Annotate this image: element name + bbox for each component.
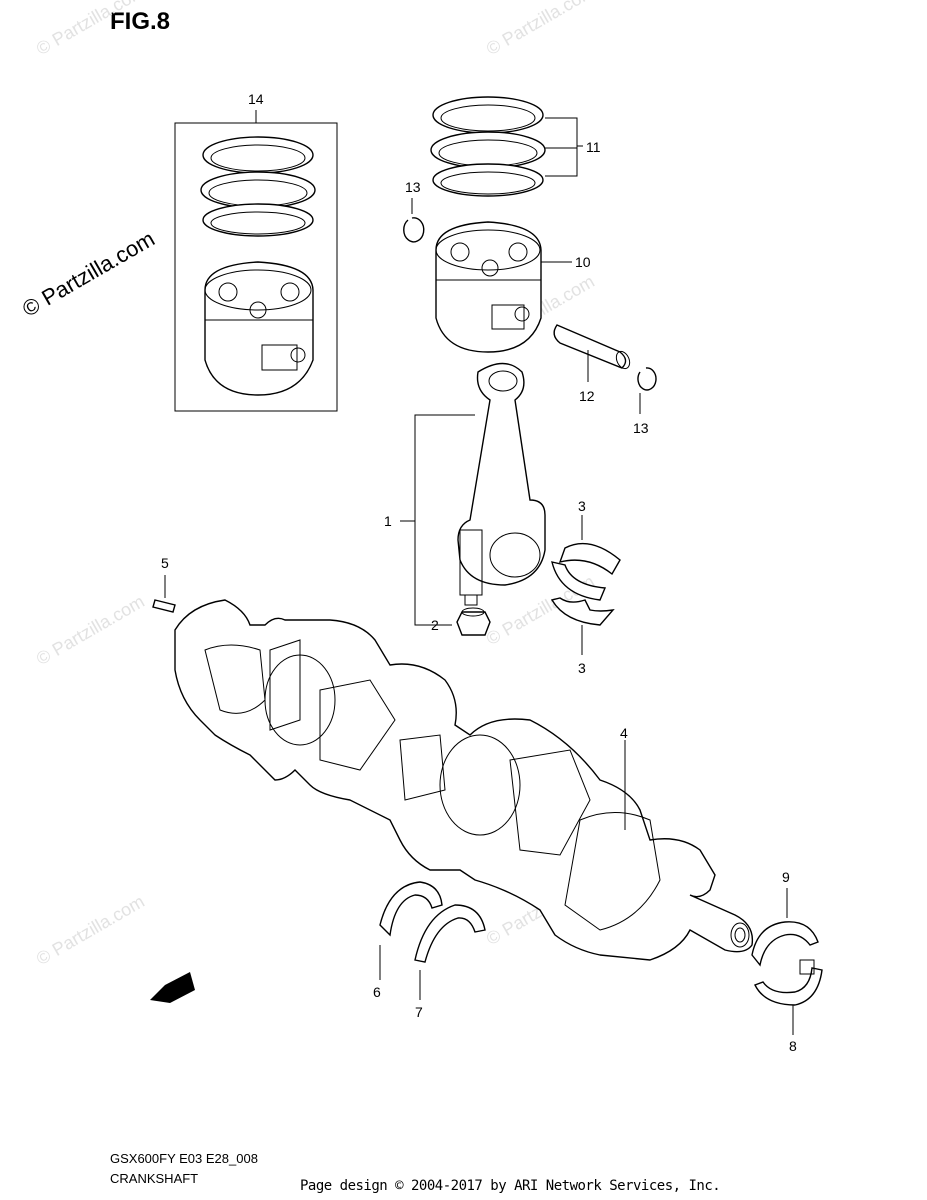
callout-13: 13 [633, 420, 649, 436]
piston-pin-clip-13a [403, 217, 425, 243]
piston-rings-14 [200, 136, 316, 237]
conrod-bearing-3b [550, 597, 615, 626]
thrust-bearing-6 [379, 881, 443, 937]
callout-4: 4 [620, 725, 628, 741]
main-bearing-9 [751, 921, 819, 967]
figure-title: FIG.8 [110, 8, 171, 35]
section-name: CRANKSHAFT [110, 1171, 199, 1186]
callout-9: 9 [782, 869, 790, 885]
callout-2: 2 [431, 617, 439, 633]
main-bearing-8 [754, 967, 823, 1006]
connecting-rod-1 [457, 362, 546, 606]
piston-rings-11 [430, 96, 546, 197]
callout-5: 5 [161, 555, 169, 571]
callout-13: 13 [405, 179, 421, 195]
model-code: GSX600FY E03 E28_008 [110, 1151, 258, 1166]
piston-14 [204, 261, 314, 396]
callout-8: 8 [789, 1038, 797, 1054]
piston-pin-12 [553, 324, 631, 370]
rod-nut-2 [456, 607, 491, 636]
callout-14: 14 [248, 91, 264, 107]
piston-pin-clip-13b [637, 367, 657, 391]
piston-10 [435, 221, 542, 353]
callout-10: 10 [575, 254, 591, 270]
callout-7: 7 [415, 1004, 423, 1020]
forward-arrow-icon [150, 972, 195, 1003]
callout-3: 3 [578, 660, 586, 676]
conrod-bearing-3a [551, 542, 621, 601]
callout-1: 1 [384, 513, 392, 529]
callout-11: 11 [586, 139, 601, 155]
callout-6: 6 [373, 984, 381, 1000]
page-credit: Page design © 2004-2017 by ARI Network S… [300, 1178, 721, 1194]
callout-12: 12 [579, 388, 595, 404]
callout-3: 3 [578, 498, 586, 514]
thrust-bearing-7 [414, 904, 486, 963]
dowel-pin-5 [152, 599, 176, 613]
crankshaft-4 [174, 599, 754, 961]
